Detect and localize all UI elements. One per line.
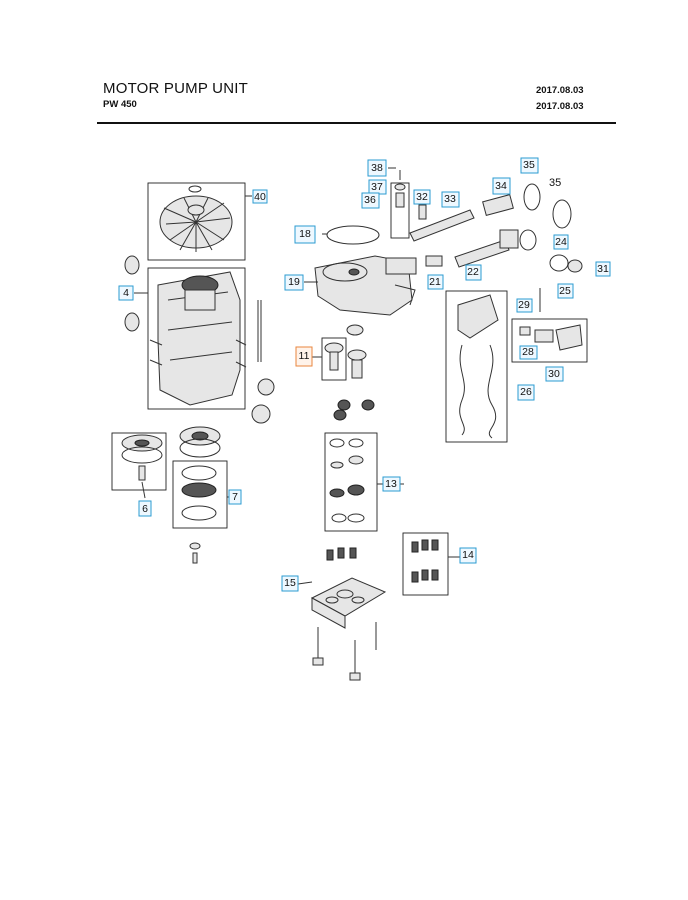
callout-29: 29 <box>516 298 533 313</box>
svg-text:34: 34 <box>495 180 507 192</box>
svg-text:18: 18 <box>299 228 311 240</box>
callout-37: 37 <box>368 179 387 195</box>
svg-text:24: 24 <box>555 236 567 248</box>
svg-text:38: 38 <box>371 162 383 174</box>
svg-text:26: 26 <box>520 386 532 398</box>
svg-text:29: 29 <box>518 299 530 311</box>
svg-text:31: 31 <box>597 263 609 275</box>
svg-text:21: 21 <box>429 276 441 288</box>
callout-14: 14 <box>459 547 477 564</box>
svg-text:7: 7 <box>232 491 238 503</box>
svg-text:28: 28 <box>522 346 534 358</box>
svg-text:33: 33 <box>444 193 456 205</box>
svg-text:11: 11 <box>299 350 310 362</box>
svg-text:36: 36 <box>364 194 376 206</box>
callout-31: 31 <box>595 261 611 277</box>
callout-30: 30 <box>545 366 564 382</box>
valve-set-illustration <box>402 532 449 596</box>
fan-illustration <box>147 182 252 261</box>
callout-22: 22 <box>465 264 482 281</box>
svg-text:32: 32 <box>416 191 428 203</box>
callout-36: 36 <box>361 192 380 209</box>
model-name: PW 450 <box>103 99 137 110</box>
header-rule <box>97 122 616 124</box>
callout-19: 19 <box>284 274 304 291</box>
switch-assembly-illustration <box>445 254 588 443</box>
callout-6: 6 <box>138 500 152 517</box>
valve-illustration <box>321 324 375 421</box>
callout-35-plain: 35 <box>549 177 561 189</box>
svg-text:30: 30 <box>548 368 560 380</box>
seal-kit-illustration <box>324 432 378 532</box>
callout-21: 21 <box>427 274 444 290</box>
callout-25: 25 <box>557 283 574 299</box>
pump-head-illustration <box>314 225 417 316</box>
callout-4: 4 <box>118 285 134 301</box>
callout-28: 28 <box>519 345 538 360</box>
piston-assembly-illustration <box>390 170 572 268</box>
svg-text:25: 25 <box>559 285 571 297</box>
callout-26: 26 <box>517 384 535 401</box>
callout-38: 38 <box>367 159 387 177</box>
revision-date: 2017.08.03 <box>536 85 584 96</box>
svg-text:15: 15 <box>284 577 296 589</box>
callout-13: 13 <box>382 476 401 492</box>
svg-text:13: 13 <box>385 478 397 490</box>
svg-text:35: 35 <box>549 177 561 189</box>
callout-34: 34 <box>492 177 511 195</box>
svg-text:4: 4 <box>123 287 129 299</box>
svg-text:35: 35 <box>523 159 535 171</box>
callout-18: 18 <box>294 225 316 244</box>
bearing-illustration <box>111 426 228 564</box>
callout-11: 11 <box>295 346 313 367</box>
callout-7: 7 <box>228 489 242 505</box>
svg-text:22: 22 <box>467 266 479 278</box>
svg-text:40: 40 <box>254 191 266 203</box>
callout-40: 40 <box>252 189 268 204</box>
svg-text:6: 6 <box>142 503 148 515</box>
svg-text:37: 37 <box>371 181 383 193</box>
print-date: 2017.08.03 <box>536 101 584 112</box>
svg-text:19: 19 <box>288 276 300 288</box>
motor-illustration <box>124 255 275 424</box>
callout-24: 24 <box>553 234 569 250</box>
svg-text:14: 14 <box>462 549 474 561</box>
page-title: MOTOR PUMP UNIT <box>103 80 248 97</box>
callout-33: 33 <box>441 191 460 208</box>
manifold-illustration <box>310 547 387 681</box>
callout-35: 35 <box>520 157 539 174</box>
callout-32: 32 <box>413 189 431 205</box>
callout-15: 15 <box>281 575 299 592</box>
